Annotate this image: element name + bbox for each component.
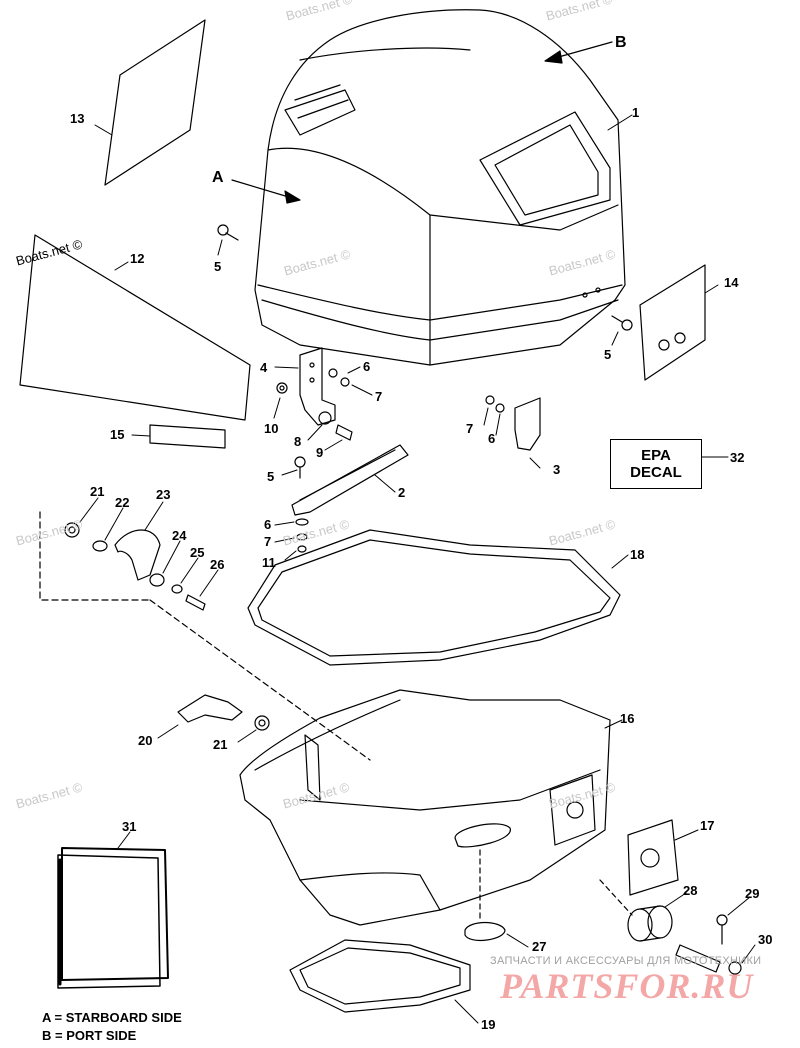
decal-15 [149, 424, 226, 449]
callout-32: 32 [730, 450, 745, 465]
shop-logo: PARTSFOR.RU [500, 966, 754, 1006]
decal-13 [104, 19, 206, 186]
callout-31: 31 [122, 819, 137, 834]
callout-13: 13 [70, 111, 85, 126]
callout-6: 6 [488, 431, 496, 446]
callout-7: 7 [466, 421, 474, 436]
callout-14: 14 [724, 275, 739, 290]
owners-manual [57, 847, 169, 989]
decal-12 [19, 234, 251, 421]
callout-17: 17 [700, 818, 715, 833]
fasteners [276, 368, 505, 553]
callout-10: 10 [264, 421, 279, 436]
callout-4: 4 [260, 360, 268, 375]
callout-29: 29 [745, 886, 760, 901]
callout-1: 1 [632, 105, 640, 120]
callout-6: 6 [264, 517, 272, 532]
bracket-3 [514, 397, 541, 451]
bushing-28 [599, 879, 673, 942]
top-cowl [254, 9, 626, 366]
callout-20: 20 [138, 733, 153, 748]
callout-28: 28 [683, 883, 698, 898]
callout-19: 19 [481, 1017, 496, 1032]
grommet-27 [464, 921, 506, 942]
callout-25: 25 [190, 545, 205, 560]
callout-30: 30 [758, 932, 773, 947]
callout-18: 18 [630, 547, 645, 562]
callout-5: 5 [214, 259, 222, 274]
shop-subtitle: ЗАПЧАСТИ И АКСЕССУАРЫ ДЛЯ МОТОТЕХНИКИ [490, 955, 762, 967]
epa-decal-line1: EPA [641, 446, 671, 464]
callout-a: A [212, 169, 224, 186]
callout-9: 9 [316, 445, 324, 460]
epa-decal-box: EPA DECAL [610, 439, 702, 489]
callout-b: B [615, 34, 627, 51]
bottom-cowl [239, 689, 611, 926]
plate-17 [627, 819, 679, 896]
epa-decal-line2: DECAL [630, 464, 682, 481]
view-arrows [231, 41, 613, 204]
callout-3: 3 [553, 462, 561, 477]
callout-24: 24 [172, 528, 187, 543]
fitting-29-30 [675, 914, 742, 975]
callout-5: 5 [604, 347, 612, 362]
callout-22: 22 [115, 495, 130, 510]
callout-26: 26 [210, 557, 225, 572]
callout-27: 27 [532, 939, 547, 954]
callout-7: 7 [264, 534, 272, 549]
callout-16: 16 [620, 711, 635, 726]
callout-21: 21 [213, 737, 228, 752]
callout-7: 7 [375, 389, 383, 404]
latch-2 [291, 444, 409, 516]
callout-2: 2 [398, 485, 406, 500]
callout-21: 21 [90, 484, 105, 499]
callout-8: 8 [294, 434, 302, 449]
callout-5: 5 [267, 469, 275, 484]
linkage-parts [39, 511, 371, 761]
bracket-4 [299, 347, 336, 426]
callout-15: 15 [110, 427, 125, 442]
legend-port: B = PORT SIDE [42, 1028, 137, 1043]
lever-20 [177, 694, 270, 731]
screws-5 [217, 224, 633, 479]
callout-23: 23 [156, 487, 171, 502]
callout-12: 12 [130, 251, 145, 266]
callout-11: 11 [262, 555, 276, 570]
callout-6: 6 [363, 359, 371, 374]
seal-18 [247, 529, 621, 666]
legend-starboard: A = STARBOARD SIDE [42, 1010, 182, 1025]
leader-lines [79, 114, 756, 1024]
gasket-19 [289, 939, 471, 1013]
decal-14 [639, 264, 706, 381]
